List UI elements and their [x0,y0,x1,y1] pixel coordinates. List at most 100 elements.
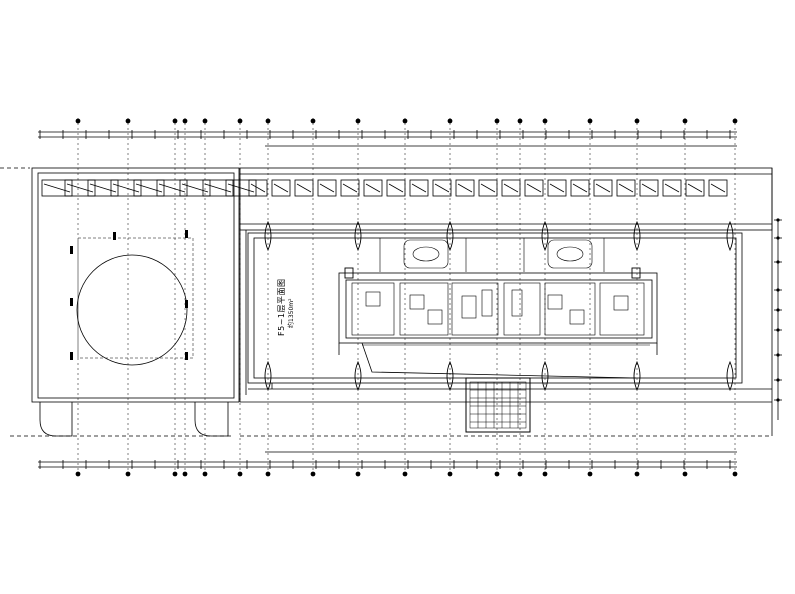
axis-bubble-top [587,118,593,124]
bottom-dimension-line [38,451,737,468]
window-bay-diagonal [480,183,496,193]
window-bay [570,179,590,197]
door-mark [70,352,73,360]
window-bay-diagonal [641,183,657,193]
window-bay [248,179,268,197]
window-bay-diagonal [342,183,358,193]
axis-bubble-right [776,398,780,402]
column-icon [541,220,549,252]
axis-bubble-bottom [682,471,688,477]
window-bay [685,179,705,197]
window-bay [41,179,73,197]
column-icon [446,360,454,392]
window-bay-diagonal [664,183,680,193]
axis-bubble-bottom [634,471,640,477]
main-building [239,167,773,437]
window-bay [478,179,498,197]
door-mark [113,232,116,240]
window-bays [41,179,728,197]
window-bay-diagonal [227,183,255,193]
window-bay [225,179,257,197]
window-bay-diagonal [273,183,289,193]
axis-bubble-bottom [310,471,316,477]
axis-bubble-right [776,260,780,264]
window-bay [156,179,188,197]
axis-bubble-right [776,328,780,332]
window-bay [87,179,119,197]
axis-bubble-bottom [237,471,243,477]
axis-bubble-top [172,118,178,124]
window-bay-diagonal [572,183,588,193]
window-bay [133,179,165,197]
axis-bubble-bottom [125,471,131,477]
window-bay-diagonal [457,183,473,193]
window-bay [317,179,337,197]
axis-bubble-right [776,308,780,312]
window-bay [340,179,360,197]
window-bay-diagonal [595,183,611,193]
window-bay-diagonal [526,183,542,193]
column-icon [631,267,641,279]
window-bay [524,179,544,197]
window-bay-diagonal [710,183,726,193]
axis-bubble-top [542,118,548,124]
window-bay [294,179,314,197]
axis-bubble-bottom [355,471,361,477]
window-bay [455,179,475,197]
window-bay [202,179,234,197]
axis-bubble-top [402,118,408,124]
window-bay [432,179,452,197]
window-bay [616,179,636,197]
axis-bubble-top [182,118,188,124]
axis-bubble-right [776,236,780,240]
window-bay-diagonal [181,183,209,193]
window-bay [363,179,383,197]
window-bay-diagonal [687,183,703,193]
window-bay [501,179,521,197]
axis-bubbles [75,118,738,477]
axis-bubble-bottom [265,471,271,477]
window-bay-diagonal [66,183,94,193]
column-icon [633,360,641,392]
column-icon [264,360,272,392]
window-bay-diagonal [365,183,381,193]
axis-bubble-bottom [494,471,500,477]
window-bay-diagonal [158,183,186,193]
window-bay-diagonal [319,183,335,193]
window-bay [179,179,211,197]
axis-bubble-right [776,378,780,382]
window-bay-diagonal [503,183,519,193]
axis-bubble-right [776,218,780,222]
window-bay [547,179,567,197]
axis-bubble-bottom [75,471,81,477]
column-icon [541,360,549,392]
column-icon [726,360,734,392]
circular-court [76,254,188,366]
axis-bubble-top [732,118,738,124]
window-bay [64,179,96,197]
column-icon [344,267,354,279]
axis-bubble-top [494,118,500,124]
axis-bubble-bottom [402,471,408,477]
window-bay [386,179,406,197]
axis-bubble-top [237,118,243,124]
door-mark [185,300,188,308]
table-icon [412,246,440,262]
column-icon [726,220,734,252]
axis-bubble-top [310,118,316,124]
axis-bubble-bottom [172,471,178,477]
window-bay-diagonal [250,183,266,193]
window-bay-diagonal [135,183,163,193]
window-bay [708,179,728,197]
room-area: 约1350m² [288,298,295,328]
axis-bubble-right [776,353,780,357]
window-bay-diagonal [549,183,565,193]
top-dimension-line [38,131,737,147]
window-bay-diagonal [434,183,450,193]
axis-bubble-top [125,118,131,124]
axis-bubble-bottom [202,471,208,477]
axis-bubble-top [447,118,453,124]
column-icon [354,220,362,252]
column-icon [446,220,454,252]
